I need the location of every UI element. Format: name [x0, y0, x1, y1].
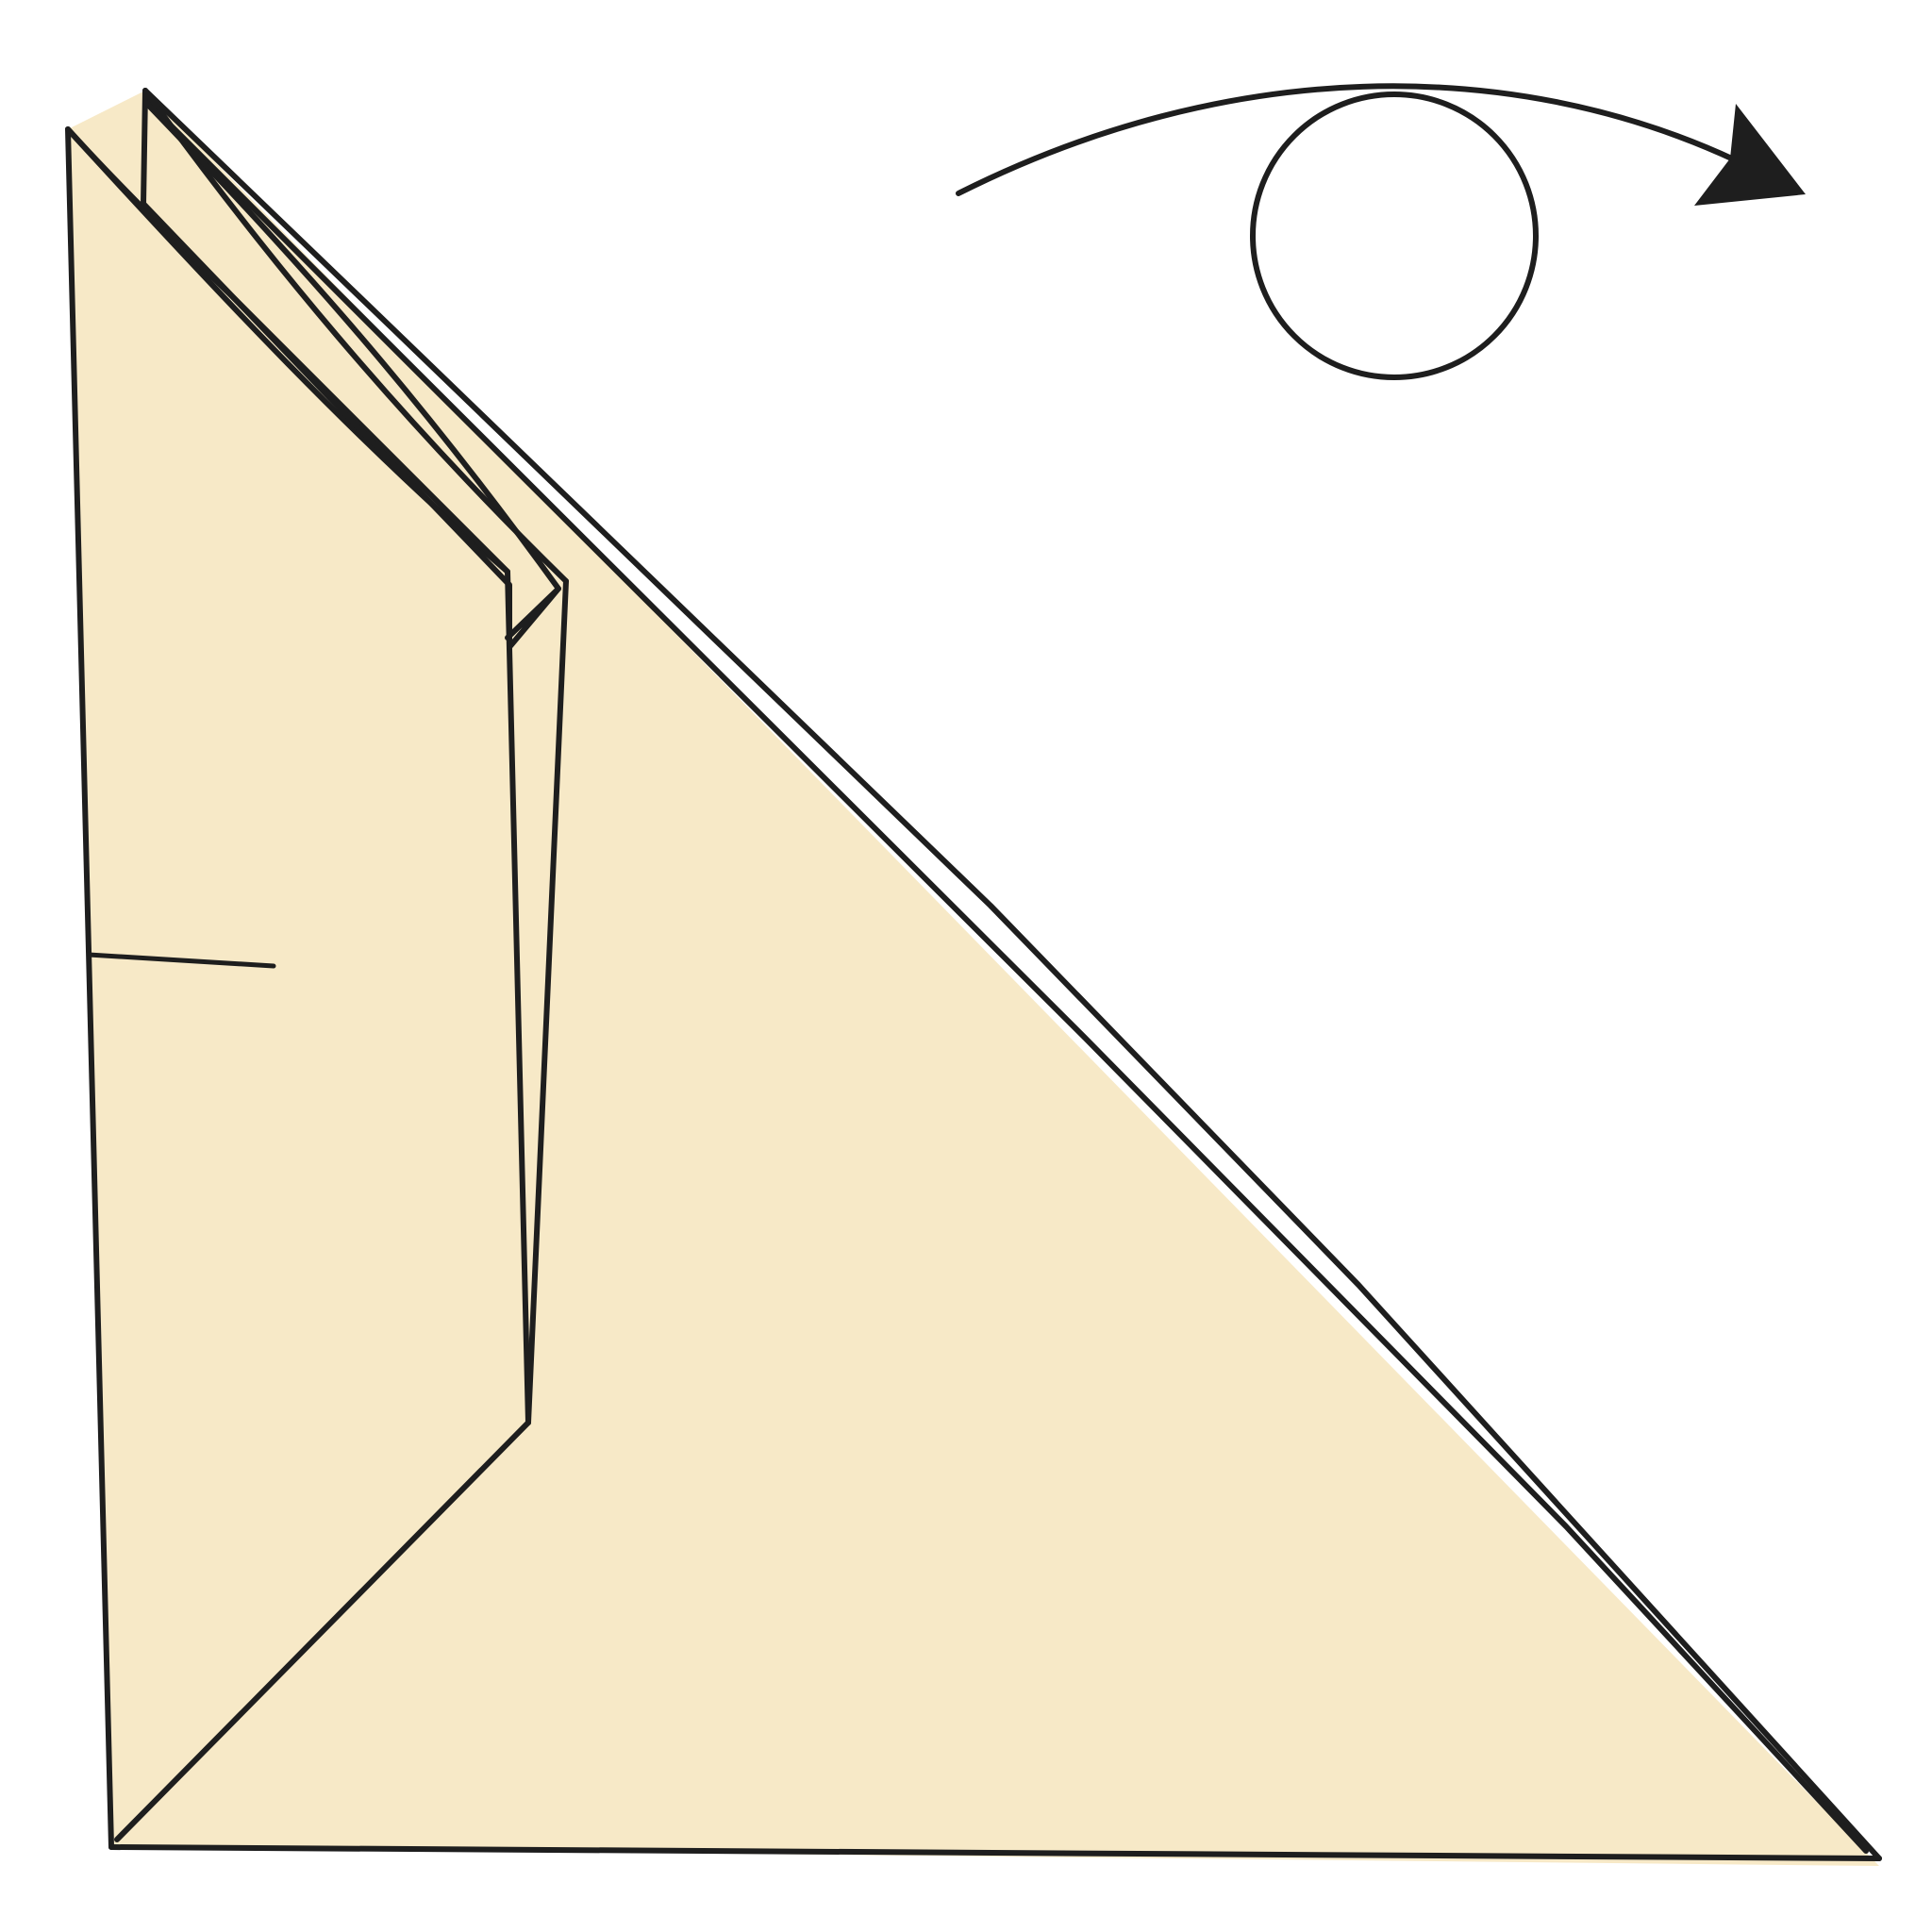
front-flap-inner-edge: [505, 569, 531, 1425]
turn-over-arrow-curve: [956, 83, 1739, 196]
paper-body: [68, 91, 1879, 1866]
back-flap-inner-crease: [142, 99, 561, 591]
turn-over-circle: [1250, 92, 1539, 380]
turn-over-arrowhead: [1694, 104, 1806, 206]
back-flap-notch: [505, 586, 561, 650]
outer-diagonal-edge: [142, 88, 1882, 1861]
back-flap: [141, 88, 569, 1425]
inner-diagonal-edge: [142, 97, 1869, 1854]
front-flap-lower-edge: [114, 1420, 531, 1842]
back-flap-left-edge: [141, 88, 148, 207]
bottom-edge: [108, 1844, 1882, 1861]
back-flap-top-edge: [142, 88, 569, 584]
back-flap-right-edge: [525, 578, 569, 1425]
crease-mark: [86, 952, 276, 969]
paper-outline: [65, 88, 1882, 1861]
turn-over-icon: [956, 83, 1806, 380]
left-edge: [65, 126, 114, 1850]
back-flap-inner-line: [141, 201, 512, 650]
